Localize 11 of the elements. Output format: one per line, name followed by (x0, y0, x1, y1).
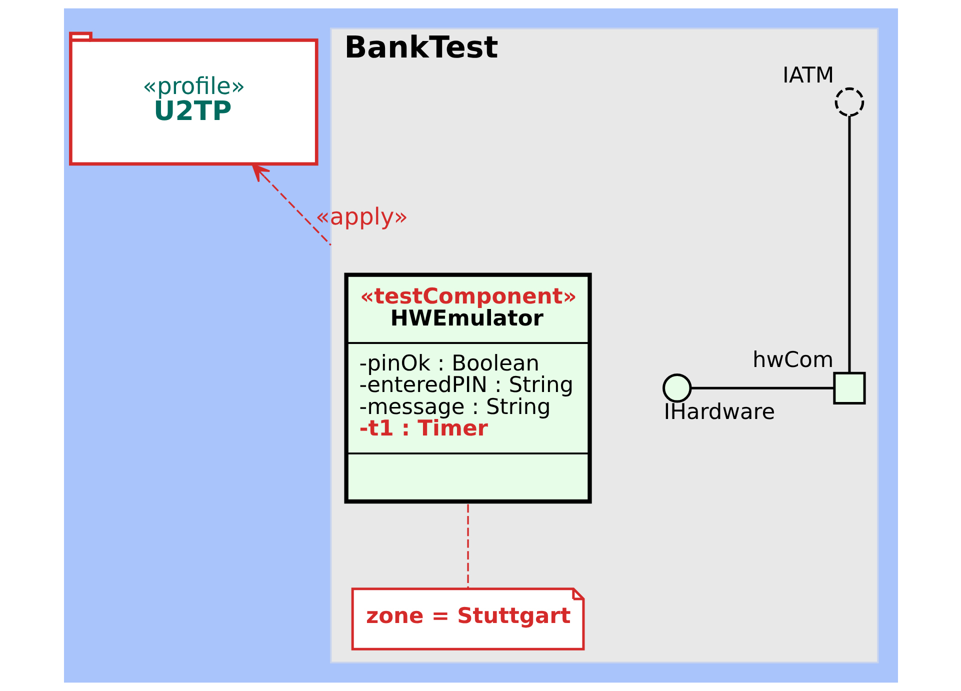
edge-label: «apply» (314, 202, 408, 231)
node-box (832, 372, 866, 404)
connector (690, 386, 834, 390)
connector (466, 504, 468, 589)
node-label: IHardware (663, 400, 775, 425)
node-label: hwCom (752, 348, 834, 374)
node-circle (662, 374, 692, 403)
node-label: IATM (782, 64, 834, 89)
connector (848, 116, 850, 373)
arrow (251, 164, 331, 246)
node-arc (834, 87, 864, 117)
